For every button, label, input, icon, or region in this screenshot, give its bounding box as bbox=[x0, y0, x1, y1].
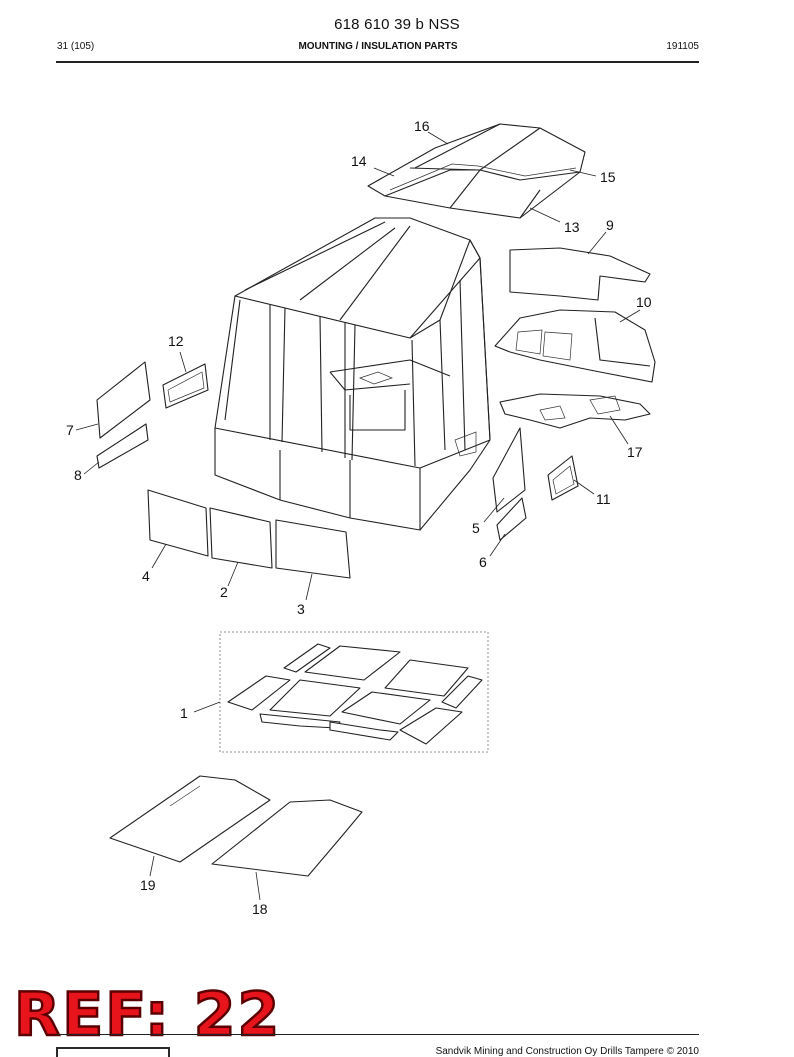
right-small-panels bbox=[492, 427, 579, 541]
callout-18: 18 bbox=[252, 901, 268, 917]
section-title: MOUNTING / INSULATION PARTS bbox=[298, 41, 458, 52]
callout-1: 1 bbox=[180, 705, 188, 721]
callout-19: 19 bbox=[140, 877, 156, 893]
callout-11: 11 bbox=[596, 491, 611, 507]
left-insulation-panels bbox=[96, 361, 209, 469]
callout-16: 16 bbox=[414, 118, 430, 134]
callout-17: 17 bbox=[627, 444, 643, 460]
page-number: 31 (105) bbox=[57, 41, 95, 52]
callout-13: 13 bbox=[564, 219, 580, 235]
callout-4: 4 bbox=[142, 568, 150, 584]
roof-insulation-panels bbox=[367, 123, 586, 219]
front-insulation-panels bbox=[147, 489, 351, 579]
callout-10: 10 bbox=[636, 294, 652, 310]
right-insulation-panels bbox=[494, 247, 656, 429]
callout-7: 7 bbox=[66, 422, 74, 438]
leader-lines bbox=[75, 131, 641, 901]
callout-8: 8 bbox=[74, 467, 82, 483]
callout-5: 5 bbox=[472, 520, 480, 536]
callout-14: 14 bbox=[351, 153, 367, 169]
document-number: 618 610 39 b NSS bbox=[334, 16, 460, 33]
footer-copyright: Sandvik Mining and Construction Oy Drill… bbox=[435, 1046, 699, 1057]
floor-mats bbox=[109, 775, 363, 877]
header-rule bbox=[56, 61, 699, 63]
floor-insulation-set bbox=[219, 631, 489, 753]
callout-3: 3 bbox=[297, 601, 305, 617]
callout-2: 2 bbox=[220, 584, 228, 600]
callout-15: 15 bbox=[600, 169, 616, 185]
sandvik-logo-icon bbox=[56, 1047, 170, 1057]
callout-6: 6 bbox=[479, 554, 487, 570]
callout-9: 9 bbox=[606, 217, 614, 233]
document-code: 191105 bbox=[666, 41, 699, 52]
reference-badge: REF: 22 bbox=[13, 979, 282, 1052]
callout-12: 12 bbox=[168, 333, 184, 349]
footer-rule bbox=[56, 1034, 699, 1035]
cabin-frame bbox=[214, 217, 491, 531]
callout-labels: 16 14 15 13 9 10 12 7 8 17 11 5 6 4 2 3 … bbox=[66, 118, 652, 917]
